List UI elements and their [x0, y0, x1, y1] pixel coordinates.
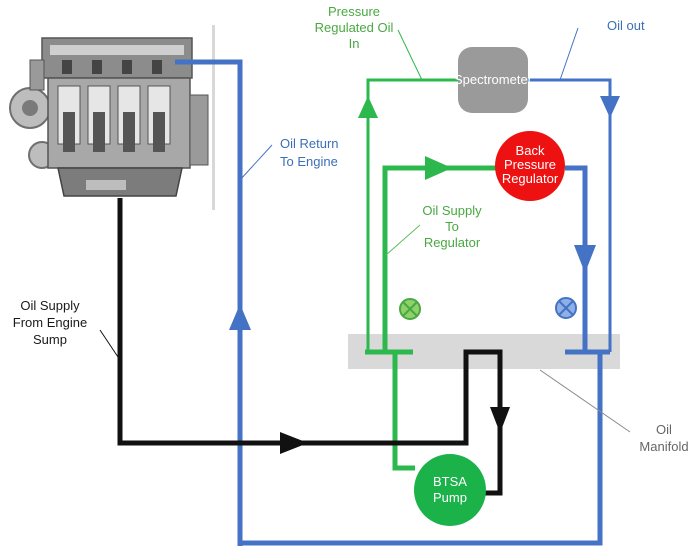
- arrow-up-green: [358, 96, 378, 118]
- svg-text:Sump: Sump: [33, 332, 67, 347]
- arrow-down-blue-oil-out: [600, 96, 620, 118]
- oil-manifold-label: Oil Manifold: [639, 422, 688, 454]
- svg-text:To Engine: To Engine: [280, 154, 338, 169]
- callout-lines: [99, 27, 631, 433]
- svg-text:Manifold: Manifold: [639, 439, 688, 454]
- arrow-up-blue: [229, 304, 251, 330]
- svg-text:Regulated Oil: Regulated Oil: [315, 20, 394, 35]
- svg-text:Oil Supply: Oil Supply: [422, 203, 482, 218]
- svg-text:To: To: [445, 219, 459, 234]
- regulator-label-line2: Pressure: [504, 157, 556, 172]
- oil-out-label: Oil out: [607, 18, 645, 33]
- svg-text:Oil Return: Oil Return: [280, 136, 339, 151]
- spectrometer-component[interactable]: Spectrometer: [454, 47, 533, 113]
- svg-text:Oil Supply: Oil Supply: [20, 298, 80, 313]
- spectrometer-label: Spectrometer: [454, 72, 533, 87]
- back-pressure-regulator[interactable]: Back Pressure Regulator: [495, 131, 565, 201]
- oil-supply-regulator-label: Oil Supply To Regulator: [422, 203, 482, 250]
- svg-text:Oil: Oil: [656, 422, 672, 437]
- blue-oil-out-line: [527, 78, 612, 352]
- btsa-pump[interactable]: BTSA Pump: [414, 454, 486, 526]
- pump-label-line2: Pump: [433, 490, 467, 505]
- engine-icon: [9, 25, 215, 210]
- blue-regulator-line: [565, 165, 588, 352]
- valve-open-icon[interactable]: [399, 298, 421, 320]
- regulator-label-line1: Back: [516, 143, 545, 158]
- regulator-label-line3: Regulator: [502, 171, 559, 186]
- svg-text:Regulator: Regulator: [424, 235, 481, 250]
- arrow-down-blue-regulator: [574, 245, 596, 273]
- blue-oil-return-pipes: [175, 59, 603, 546]
- arrow-down-black: [490, 407, 510, 433]
- svg-text:In: In: [349, 36, 360, 51]
- arrow-right-green: [425, 156, 452, 180]
- oil-supply-sump-label: Oil Supply From Engine Sump: [13, 298, 87, 347]
- black-sump-supply-pipe: [117, 198, 503, 496]
- svg-text:From Engine: From Engine: [13, 315, 87, 330]
- pump-label-line1: BTSA: [433, 474, 467, 489]
- oil-return-label: Oil Return To Engine: [280, 136, 339, 169]
- svg-text:Pressure: Pressure: [328, 4, 380, 19]
- valve-open-icon[interactable]: [555, 297, 577, 319]
- green-regulator-supply-pipe: [382, 165, 497, 471]
- green-pressure-regulated-line: [366, 78, 458, 352]
- pressure-regulated-label: Pressure Regulated Oil In: [315, 4, 394, 51]
- arrow-right-black: [280, 432, 308, 454]
